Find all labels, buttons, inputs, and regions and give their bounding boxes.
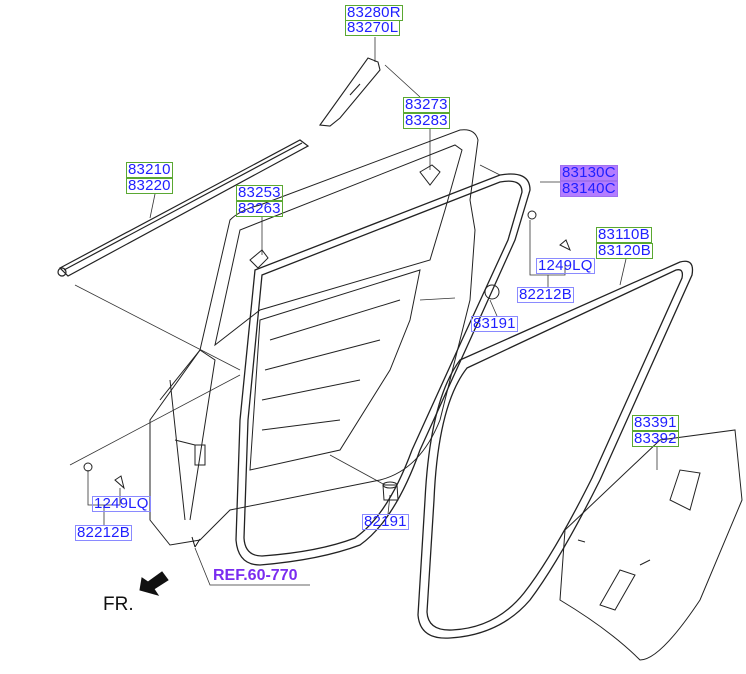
- part-number-83140C[interactable]: 83140C: [560, 180, 618, 197]
- ref-arrow-icon: [191, 536, 201, 548]
- clip-icon: [83, 462, 93, 472]
- part-number-83130C[interactable]: 83130C: [560, 164, 618, 181]
- sealing-cover-part: [559, 429, 743, 661]
- door-weatherstrip-part: [235, 173, 531, 566]
- part-number-83392[interactable]: 83392: [632, 430, 679, 447]
- leader-lines: [69, 37, 658, 586]
- grommet-icon: [484, 284, 500, 300]
- part-number-83120B[interactable]: 83120B: [596, 242, 653, 259]
- bumper-icon: [382, 484, 399, 501]
- part-number-83270L[interactable]: 83270L: [345, 19, 401, 36]
- screw-icon: [559, 239, 571, 252]
- part-number-83191[interactable]: 83191: [471, 315, 518, 332]
- part-number-82212B[interactable]: 82212B: [517, 286, 574, 303]
- part-number-82212B-left[interactable]: 82212B: [75, 524, 132, 541]
- window-trim-part: [57, 139, 310, 277]
- part-number-83220[interactable]: 83220: [126, 177, 173, 194]
- part-number-83283[interactable]: 83283: [403, 112, 450, 129]
- reference-link[interactable]: REF.60-770: [213, 567, 298, 584]
- bracket-83273: [419, 164, 441, 186]
- bracket-83253: [249, 249, 269, 269]
- delta-trim-part: [318, 57, 381, 127]
- clip-icon: [527, 210, 537, 220]
- screw-icon: [114, 475, 125, 490]
- part-number-83110B[interactable]: 83110B: [596, 226, 652, 243]
- part-number-83253[interactable]: 83253: [236, 184, 283, 201]
- front-direction-arrow-icon: [139, 571, 169, 596]
- front-direction-label: FR.: [103, 594, 134, 615]
- part-number-83210[interactable]: 83210: [126, 161, 173, 178]
- part-number-83273[interactable]: 83273: [403, 96, 450, 113]
- door-body: [149, 129, 479, 546]
- part-number-83263[interactable]: 83263: [236, 200, 283, 217]
- part-number-82191[interactable]: 82191: [362, 513, 409, 530]
- part-number-1249LQ-left[interactable]: 1249LQ: [92, 495, 151, 512]
- part-number-1249LQ[interactable]: 1249LQ: [536, 257, 595, 274]
- body-weatherstrip-part: [417, 260, 694, 639]
- part-number-83391[interactable]: 83391: [632, 414, 679, 431]
